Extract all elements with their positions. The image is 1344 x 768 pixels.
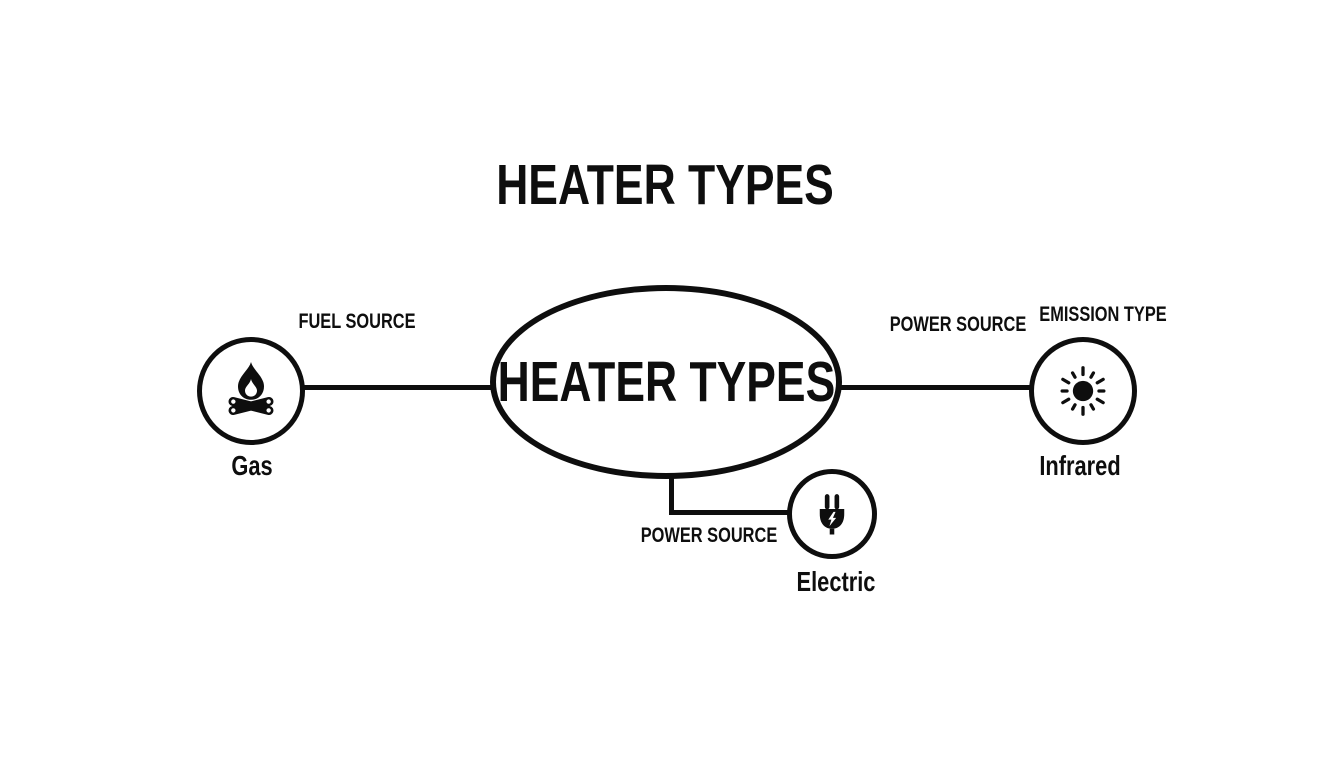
node-gas bbox=[197, 337, 305, 445]
edge-center-infrared bbox=[838, 385, 1034, 390]
edge-label-power-source-right: POWER SOURCE bbox=[889, 313, 1027, 336]
edge-label-fuel-source: FUEL SOURCE bbox=[298, 310, 416, 333]
node-electric bbox=[787, 469, 877, 559]
edge-center-electric-vertical bbox=[669, 476, 674, 515]
center-node-label: HEATER TYPES bbox=[497, 349, 835, 414]
node-infrared-label: Infrared bbox=[1039, 450, 1121, 481]
campfire-icon bbox=[228, 362, 274, 415]
node-gas-label: Gas bbox=[231, 450, 273, 481]
center-node: HEATER TYPES bbox=[490, 285, 842, 479]
node-infrared bbox=[1029, 337, 1137, 445]
edge-label-emission-type: EMISSION TYPE bbox=[1039, 303, 1167, 326]
edge-label-power-source-bottom: POWER SOURCE bbox=[640, 524, 778, 547]
node-electric-label: Electric bbox=[796, 566, 876, 597]
plug-icon bbox=[819, 494, 845, 535]
edge-center-gas bbox=[301, 385, 494, 390]
edge-center-electric-horizontal bbox=[669, 510, 791, 515]
diagram-title: HEATER TYPES bbox=[496, 153, 834, 217]
sun-icon bbox=[1060, 366, 1106, 416]
